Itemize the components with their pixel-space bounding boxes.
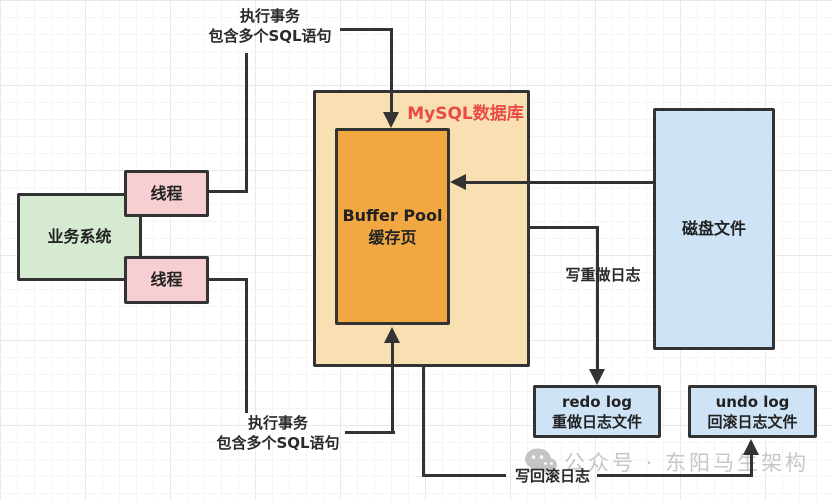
buffer-pool-label-cn: 缓存页 (368, 227, 417, 247)
connector-write-undo-h1 (422, 474, 506, 477)
connector-top-label-h (340, 28, 393, 31)
undo-log-label-en: undo log (715, 392, 790, 411)
node-disk-file: 磁盘文件 (653, 108, 775, 350)
label-write-redo-log: 写重做日志 (565, 266, 641, 284)
label-exec-top-line2: 包含多个SQL语句 (208, 27, 332, 45)
connector-write-undo-h2 (597, 474, 753, 477)
node-buffer-pool: Buffer Pool 缓存页 (335, 128, 450, 325)
node-business-system: 业务系统 (17, 193, 142, 281)
thread-top-label: 线程 (150, 183, 183, 203)
label-exec-top-line1: 执行事务 (239, 7, 300, 25)
label-exec-transaction-top: 执行事务 包含多个SQL语句 (190, 6, 350, 46)
arrowhead-into-buffer-top (383, 112, 399, 128)
buffer-pool-label-en: Buffer Pool (342, 205, 443, 225)
redo-log-label-cn: 重做日志文件 (551, 412, 642, 431)
node-redo-log: redo log 重做日志文件 (533, 385, 661, 438)
arrowhead-into-redo-log (589, 369, 605, 385)
connector-write-undo-v2 (750, 454, 753, 477)
connector-thread-top-h (209, 190, 248, 193)
arrowhead-into-undo-log (743, 439, 759, 455)
connector-disk-to-buffer (464, 181, 653, 184)
connector-write-redo-h (530, 226, 599, 229)
connector-bottom-label-v (391, 342, 394, 434)
connector-thread-bottom-v (245, 278, 248, 413)
business-system-label: 业务系统 (47, 227, 112, 246)
connector-top-label-v (390, 28, 393, 114)
connector-write-redo-v (596, 226, 599, 371)
undo-log-label-cn: 回滚日志文件 (707, 412, 798, 431)
watermark-text: 公众号 · 东阳马生架构 (564, 451, 810, 475)
wechat-icon (524, 448, 558, 476)
mysql-database-title: MySQL数据库 (407, 104, 524, 124)
label-exec-bottom-line2: 包含多个SQL语句 (216, 434, 340, 452)
node-undo-log: undo log 回滚日志文件 (688, 385, 817, 438)
label-write-undo-log: 写回滚日志 (514, 467, 590, 485)
connector-thread-bottom-h (209, 278, 248, 281)
label-exec-transaction-bottom: 执行事务 包含多个SQL语句 (198, 413, 358, 453)
connector-thread-top-v (245, 53, 248, 193)
thread-bottom-label: 线程 (150, 270, 183, 289)
label-exec-bottom-line1: 执行事务 (247, 414, 308, 432)
arrowhead-into-buffer-right (450, 174, 466, 190)
redo-log-label-en: redo log (561, 392, 633, 411)
node-thread-top: 线程 (124, 170, 209, 217)
disk-file-label: 磁盘文件 (681, 219, 746, 238)
node-thread-bottom: 线程 (124, 256, 209, 304)
watermark: 公众号 · 东阳马生架构 (524, 447, 809, 477)
connector-bottom-label-h (345, 431, 395, 434)
connector-write-undo-v1 (422, 367, 425, 477)
arrowhead-into-buffer-bottom (384, 327, 400, 343)
